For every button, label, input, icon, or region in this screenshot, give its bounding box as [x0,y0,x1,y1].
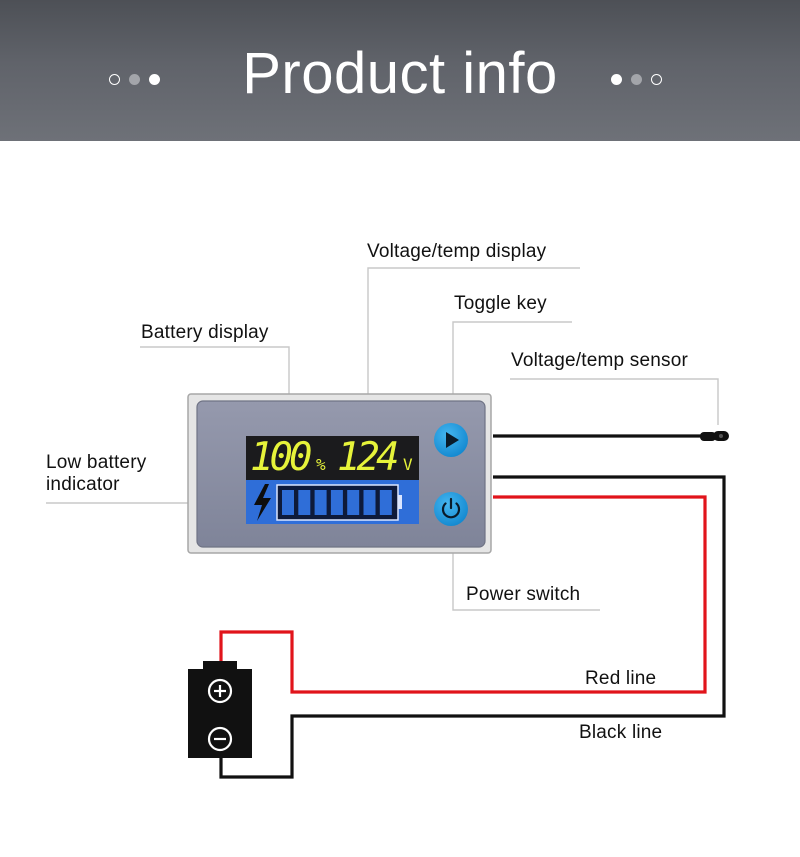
leader-sensor [510,378,719,425]
label-red-line: Red line [585,668,657,689]
battery-level-bar [363,490,376,515]
lcd-voltage-unit: V [403,455,413,474]
lightning-icon [254,484,271,521]
lcd-percent-unit: % [316,455,326,474]
plus-icon [207,678,233,704]
leader-toggle-key [452,321,572,425]
toggle-key-button[interactable] [434,423,468,457]
dot-icon [631,73,642,85]
dot-icon [129,73,140,85]
lcd-voltage-value: 124 [337,435,399,480]
decorative-dots-right [611,72,662,86]
label-low-battery-indicator-1: Low battery [46,452,147,473]
power-icon [441,497,461,519]
page-title: Product info [242,41,558,106]
header-banner: Product info [0,0,800,141]
battery-level-bar [330,490,343,515]
battery-level-bar [298,490,311,515]
battery-level-bars [282,490,392,515]
temp-sensor-probe [700,431,729,441]
power-switch-button[interactable] [434,492,468,526]
leader-voltage-display [367,267,580,452]
minus-icon [207,726,233,752]
leader-lines [46,267,719,611]
label-black-line: Black line [579,722,663,743]
dot-icon [651,73,662,85]
battery-level-bar [379,490,392,515]
dot-icon [109,73,120,85]
leader-power-switch [452,535,600,611]
label-voltage-temp-sensor: Voltage/temp sensor [511,350,689,371]
lcd-screen [246,436,419,524]
battery-level-bar [282,490,294,515]
label-toggle-key: Toggle key [454,293,547,314]
battery-level-bar [314,490,327,515]
label-power-switch: Power switch [466,584,581,605]
decorative-dots-left [109,72,160,86]
label-low-battery-indicator-2: indicator [46,474,120,495]
label-battery-display: Battery display [141,322,269,343]
dot-icon [611,73,622,85]
lcd-percent-value: 100 [250,435,312,480]
battery [188,661,252,758]
red-wire [219,495,707,694]
label-voltage-temp-display: Voltage/temp display [367,241,547,262]
black-wire [219,475,726,779]
battery-level-bar [347,490,360,515]
play-icon [446,432,459,448]
dot-icon [149,73,160,85]
